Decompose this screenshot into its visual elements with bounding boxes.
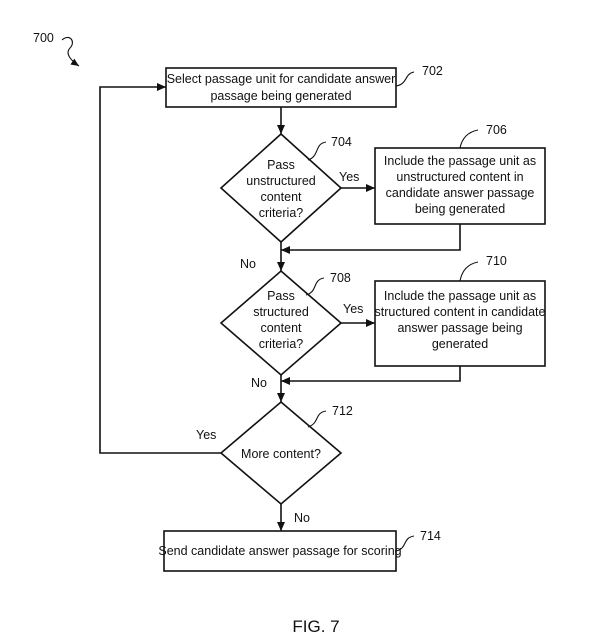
step-710-line-3: answer passage being <box>397 321 522 335</box>
decision-704-diamond <box>219 132 343 244</box>
ref-712-leader <box>307 410 327 428</box>
ref-706-label: 706 <box>486 123 507 137</box>
edge-704-yes-label: Yes <box>339 170 359 184</box>
ref-714-leader <box>395 535 415 552</box>
ref-702-label: 702 <box>422 64 443 78</box>
step-714-box <box>163 530 397 572</box>
decision-708-line-3: content <box>260 321 302 335</box>
arrow-706-return <box>281 224 461 254</box>
decision-708-line-4: criteria? <box>259 337 304 351</box>
step-714-line-1: Send candidate answer passage for scorin… <box>158 544 401 558</box>
step-706-line-1: Include the passage unit as <box>384 154 536 168</box>
ref-710-leader <box>459 261 479 282</box>
decision-704-line-4: criteria? <box>259 206 304 220</box>
step-710-line-4: generated <box>432 337 488 351</box>
ref-708-leader <box>305 277 325 296</box>
ref-706-leader <box>459 129 479 149</box>
decision-704-line-2: unstructured <box>246 174 316 188</box>
ref-712-label: 712 <box>332 404 353 418</box>
figure-ref-label: 700 <box>33 31 54 45</box>
figure-ref-arrow <box>61 36 80 67</box>
step-706-line-3: candidate answer passage <box>386 186 535 200</box>
ref-710-label: 710 <box>486 254 507 268</box>
step-710-line-2: structured content in candidate <box>375 305 546 319</box>
decision-708-line-1: Pass <box>267 289 295 303</box>
arrow-710-return <box>281 366 461 385</box>
ref-708-label: 708 <box>330 271 351 285</box>
decision-704-line-1: Pass <box>267 158 295 172</box>
decision-708-line-2: structured <box>253 305 309 319</box>
step-702-line-2: passage being generated <box>210 89 351 103</box>
step-706-line-4: being generated <box>415 202 505 216</box>
arrow-712-yes-loop-to-702 <box>99 83 221 454</box>
ref-714-label: 714 <box>420 529 441 543</box>
ref-704-leader <box>307 141 327 161</box>
edge-712-no-label: No <box>294 511 310 525</box>
step-710-line-1: Include the passage unit as <box>384 289 536 303</box>
decision-704-line-3: content <box>260 190 302 204</box>
step-702-line-1: Select passage unit for candidate answer <box>167 72 396 86</box>
decision-712-line-1: More content? <box>241 447 321 461</box>
edge-708-no-label: No <box>251 376 267 390</box>
ref-702-leader <box>395 71 415 87</box>
edge-708-yes-label: Yes <box>343 302 363 316</box>
step-706-line-2: unstructured content in <box>396 170 523 184</box>
edge-704-no-label: No <box>240 257 256 271</box>
step-710-box <box>374 280 546 367</box>
ref-704-label: 704 <box>331 135 352 149</box>
figure-caption: FIG. 7 <box>292 617 339 636</box>
edge-712-yes-label: Yes <box>196 428 216 442</box>
